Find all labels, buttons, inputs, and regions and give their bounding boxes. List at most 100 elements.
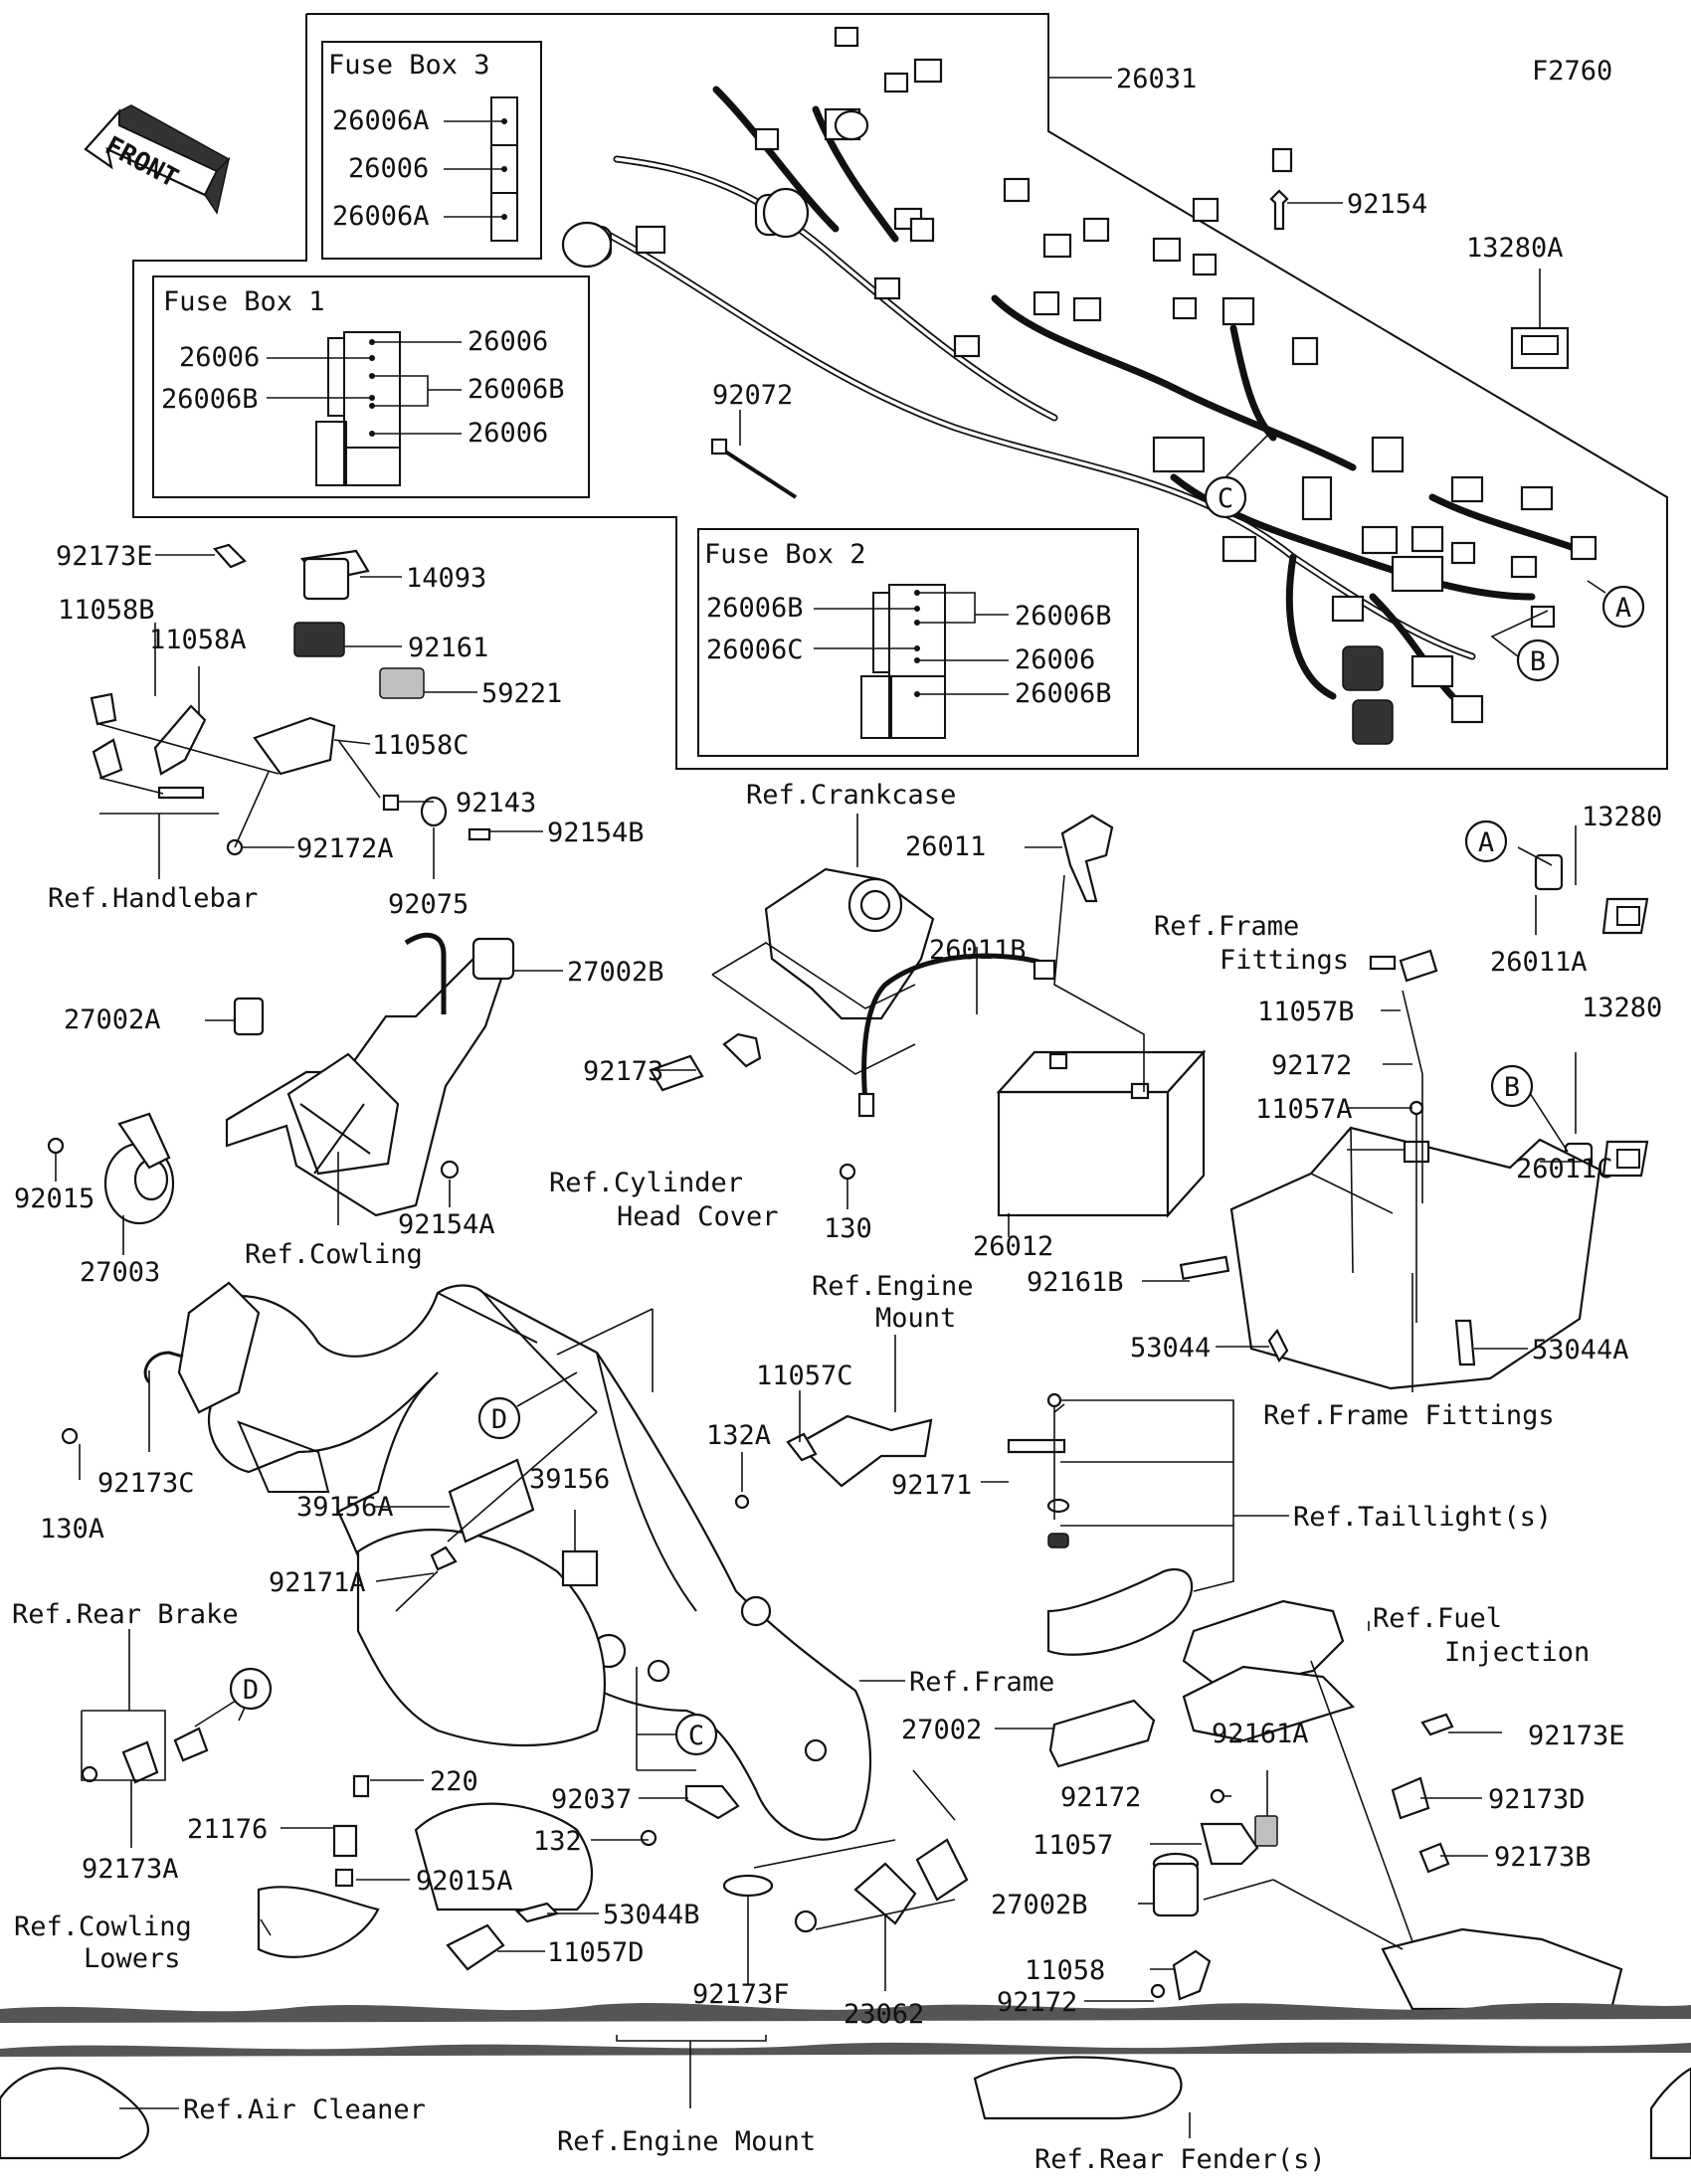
- callout-b-label: B: [1530, 646, 1546, 677]
- label-ref-engine: Ref.Engine: [812, 1271, 974, 1302]
- pad-53044A: [1454, 1319, 1476, 1366]
- label-injection: Injection: [1444, 1637, 1590, 1668]
- rear-fender-upper: [1381, 1927, 1623, 2011]
- label-39156A: 39156A: [296, 1492, 394, 1523]
- battery-case-tray: [1179, 949, 1601, 1390]
- main-frame-ref: [187, 1284, 933, 1911]
- label-11057D: 11057D: [547, 1937, 645, 1968]
- part-21176: [332, 1824, 358, 1858]
- part-11058B: [90, 692, 117, 726]
- pad-92161A: [1254, 1815, 1278, 1847]
- pad-92161B: [1179, 1255, 1230, 1280]
- part-92075: [420, 796, 448, 827]
- right-lower-parts: [1150, 1770, 1623, 2011]
- fuse-box-1-frame: [152, 275, 590, 498]
- part-92173E: [213, 543, 247, 569]
- part-14093: [302, 557, 350, 601]
- label-92172-top: 92172: [1271, 1050, 1352, 1081]
- label-59221: 59221: [481, 678, 562, 709]
- label-26011B: 26011B: [929, 935, 1027, 966]
- taillight-ref: [1046, 1568, 1194, 1656]
- label-14093: 14093: [406, 563, 486, 594]
- label-26011A: 26011A: [1490, 947, 1588, 978]
- label-92015: 92015: [14, 1183, 94, 1214]
- fuse-box-2-frame: [697, 528, 1139, 757]
- part-59221: [379, 667, 425, 699]
- label-26011: 26011: [905, 831, 986, 862]
- nut-92015: [47, 1137, 65, 1155]
- screw-92172-b: [1150, 1983, 1166, 1999]
- callout-b: [1516, 638, 1560, 682]
- label-11057B: 11057B: [1257, 997, 1355, 1027]
- cowling-bracket-horn: [47, 932, 515, 1225]
- label-27002A: 27002A: [64, 1004, 161, 1035]
- cable-26011B: [857, 1092, 875, 1118]
- fuse-box-3-title: Fuse Box 3: [328, 50, 490, 81]
- bolt-130A: [61, 1427, 79, 1445]
- label-92075: 92075: [388, 889, 469, 920]
- cover-13280-a: [1601, 897, 1649, 935]
- bolt-130: [839, 1163, 856, 1181]
- bolt-frame-fittings: [1369, 955, 1397, 971]
- battery-tray: [1229, 1126, 1601, 1390]
- label-ref-frame-2: Ref.Frame: [909, 1667, 1054, 1698]
- bolt-132A: [734, 1494, 750, 1510]
- label-ref-rear-fender: Ref.Rear Fender(s): [1034, 2144, 1326, 2175]
- label-11058B: 11058B: [58, 595, 155, 626]
- label-mount: Mount: [875, 1303, 956, 1334]
- bracket-left: [61, 1281, 261, 1445]
- label-11057A: 11057A: [1255, 1094, 1353, 1125]
- label-92161: 92161: [408, 633, 488, 663]
- fuse-box-2-right-1: 26006B: [1015, 601, 1112, 632]
- plate-39156: [561, 1549, 599, 1587]
- callout-c-upper-label: C: [1218, 483, 1233, 514]
- fuel-injection-ref: [1182, 1599, 1345, 1693]
- bracket-23062: [853, 1862, 917, 1925]
- label-fittings: Fittings: [1220, 945, 1349, 976]
- crankcase-ref: [764, 867, 935, 1020]
- label-92171: 92171: [891, 1470, 972, 1501]
- bracket-92173E: [1420, 1713, 1454, 1736]
- fuse-13280A: [1510, 326, 1570, 370]
- rear-fender-ref: [973, 2056, 1183, 2120]
- callouts: A B C A B D D C: [229, 433, 1645, 1756]
- label-92173C: 92173C: [97, 1468, 195, 1499]
- label-lowers: Lowers: [84, 1943, 181, 1974]
- fuse-box-1-left-1: 26006: [179, 342, 260, 373]
- label-ref-cowling: Ref.Cowling: [245, 1239, 423, 1270]
- lower-left-parts: [257, 1774, 969, 1971]
- bracket-11058: [1172, 1949, 1212, 2001]
- screw-220: [352, 1774, 370, 1798]
- label-ref-rear-brake: Ref.Rear Brake: [12, 1599, 239, 1630]
- bolt-92173A: [81, 1765, 98, 1783]
- cable-tie-92072: [710, 438, 798, 499]
- label-53044B: 53044B: [603, 1900, 700, 1930]
- part-26011: [1060, 814, 1114, 903]
- label-ref-fuel: Ref.Fuel: [1373, 1603, 1502, 1634]
- bracket-92173: [649, 1054, 704, 1092]
- bracket-92173A: [121, 1740, 159, 1784]
- label-11057: 11057: [1033, 1830, 1113, 1861]
- label-ref-cylinder: Ref.Cylinder: [549, 1168, 743, 1198]
- callout-d-upper-label: D: [491, 1404, 507, 1435]
- fuse-box-3-label-1: 26006A: [332, 105, 430, 136]
- label-92173F: 92173F: [692, 1979, 790, 2010]
- label-13280-b: 13280: [1582, 993, 1662, 1023]
- cowling-lowers-ref: [257, 1886, 380, 1958]
- washer: [1046, 1498, 1070, 1514]
- fuse-box-2-right-2: 26006: [1015, 644, 1095, 675]
- label-21176: 21176: [187, 1814, 268, 1845]
- label-ref-frame-1: Ref.Frame: [1154, 911, 1299, 942]
- pad-53044: [1267, 1328, 1289, 1364]
- relay-26011A: [1534, 853, 1564, 891]
- label-92015A: 92015A: [416, 1866, 513, 1897]
- bolt-92154A: [440, 1160, 460, 1180]
- label-92173A: 92173A: [82, 1854, 179, 1885]
- ecu-27002: [1048, 1699, 1156, 1768]
- fuse-box-1-right-1: 26006: [468, 326, 548, 357]
- label-92154: 92154: [1347, 189, 1427, 220]
- fuse-box-1-title: Fuse Box 1: [163, 286, 325, 317]
- label-92173D: 92173D: [1488, 1784, 1586, 1815]
- label-220: 220: [430, 1766, 478, 1797]
